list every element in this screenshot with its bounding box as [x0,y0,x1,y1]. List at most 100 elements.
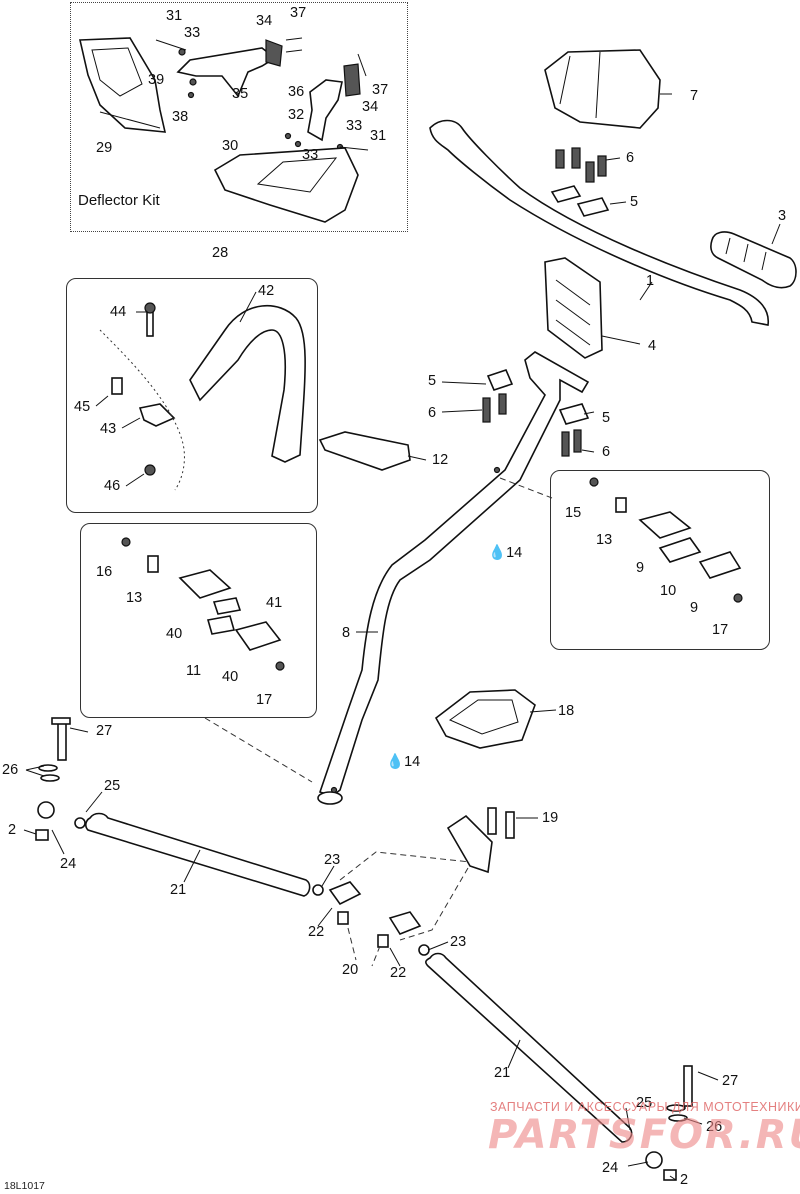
callout-24: 24 [60,856,77,872]
mount-bracket-lower [284,53,369,151]
callout-37: 37 [372,82,389,98]
callout-2: 2 [8,822,17,838]
handle-pad-panel [66,278,318,513]
deflector-left [79,37,167,133]
callout-23: 23 [324,852,341,868]
callout-34: 34 [362,99,379,115]
figure-id: 18L1017 [4,1180,45,1192]
steering-column [317,351,590,805]
callout-29: 29 [96,140,113,156]
oil-symbol-14: 💧14 [488,545,522,561]
u-bolt [99,302,185,491]
bushing-plate [318,431,411,471]
callout-5: 5 [602,410,611,426]
callout-5: 5 [630,194,639,210]
callout-23: 23 [450,934,467,950]
callout-33: 33 [302,147,319,163]
callout-12: 12 [432,452,449,468]
callout-1: 1 [646,273,655,289]
callout-39: 39 [148,72,165,88]
callout-13: 13 [126,590,143,606]
callout-36: 36 [288,84,305,100]
callout-16: 16 [96,564,113,580]
callout-31: 31 [370,128,387,144]
callout-26: 26 [2,762,19,778]
clamp-panel-right [550,470,770,650]
grip-cover [544,49,661,129]
tie-rod-right [425,952,693,1181]
padded-handle [189,305,306,463]
steering-cover [434,689,536,749]
callout-25: 25 [104,778,121,794]
oil-symbol-14: 💧14 [386,754,420,770]
watermark-subtitle: ЗАПЧАСТИ И АКСЕССУАРЫ ДЛЯ МОТОТЕХНИКИ [490,1100,800,1114]
callout-17: 17 [256,692,273,708]
callout-30: 30 [222,138,239,154]
oil-callout-label: 14 [404,754,421,770]
callout-40: 40 [222,669,239,685]
callout-19: 19 [542,810,559,826]
callout-37: 37 [290,5,307,21]
callout-11: 11 [186,663,202,679]
callout-5: 5 [428,373,437,389]
callout-42: 42 [258,283,275,299]
clamp-panel-left [80,523,317,718]
tie-rod-left [35,717,311,897]
oil-callout-label: 14 [506,545,523,561]
callout-13: 13 [596,532,613,548]
callout-2: 2 [680,1172,689,1188]
callout-41: 41 [266,595,283,611]
callout-33: 33 [346,118,363,134]
callout-31: 31 [166,8,183,24]
pitman-parts [312,807,515,956]
callout-9: 9 [690,600,699,616]
oil-drop-icon: 💧 [488,545,507,561]
callout-17: 17 [712,622,729,638]
callout-25: 25 [636,1095,653,1111]
upper-clamps [550,147,610,217]
callout-35: 35 [232,86,249,102]
callout-43: 43 [100,421,117,437]
callout-24: 24 [602,1160,619,1176]
callout-3: 3 [778,208,787,224]
mount-bracket-upper [155,37,303,99]
callout-10: 10 [660,583,677,599]
callout-15: 15 [565,505,582,521]
callout-20: 20 [342,962,359,978]
oil-drop-icon: 💧 [386,754,405,770]
callout-6: 6 [428,405,437,421]
riser-block [544,257,603,359]
callout-7: 7 [690,88,699,104]
callout-9: 9 [636,560,645,576]
callout-6: 6 [626,150,635,166]
callout-21: 21 [170,882,187,898]
deflector-right [213,147,359,223]
clamp-assembly-left [121,537,285,671]
callout-22: 22 [390,965,407,981]
callout-26: 26 [706,1119,723,1135]
callout-33: 33 [184,25,201,41]
callout-44: 44 [110,304,127,320]
callout-18: 18 [558,703,575,719]
callout-22: 22 [308,924,325,940]
column-clamps [482,369,590,457]
callout-4: 4 [648,338,657,354]
callout-38: 38 [172,109,189,125]
watermark-logo: PARTSFOR.RU [488,1112,800,1158]
deflector-kit-panel [70,2,408,232]
callout-40: 40 [166,626,183,642]
callout-8: 8 [342,625,351,641]
callout-32: 32 [288,107,305,123]
kit-title: Deflector Kit [78,192,160,209]
grip [710,231,797,289]
callout-46: 46 [104,478,121,494]
callout-45: 45 [74,399,91,415]
callout-34: 34 [256,13,273,29]
handlebar [429,119,769,326]
callout-6: 6 [602,444,611,460]
callout-27: 27 [722,1073,739,1089]
clamp-assembly-right [589,477,743,603]
callout-28: 28 [212,245,229,261]
